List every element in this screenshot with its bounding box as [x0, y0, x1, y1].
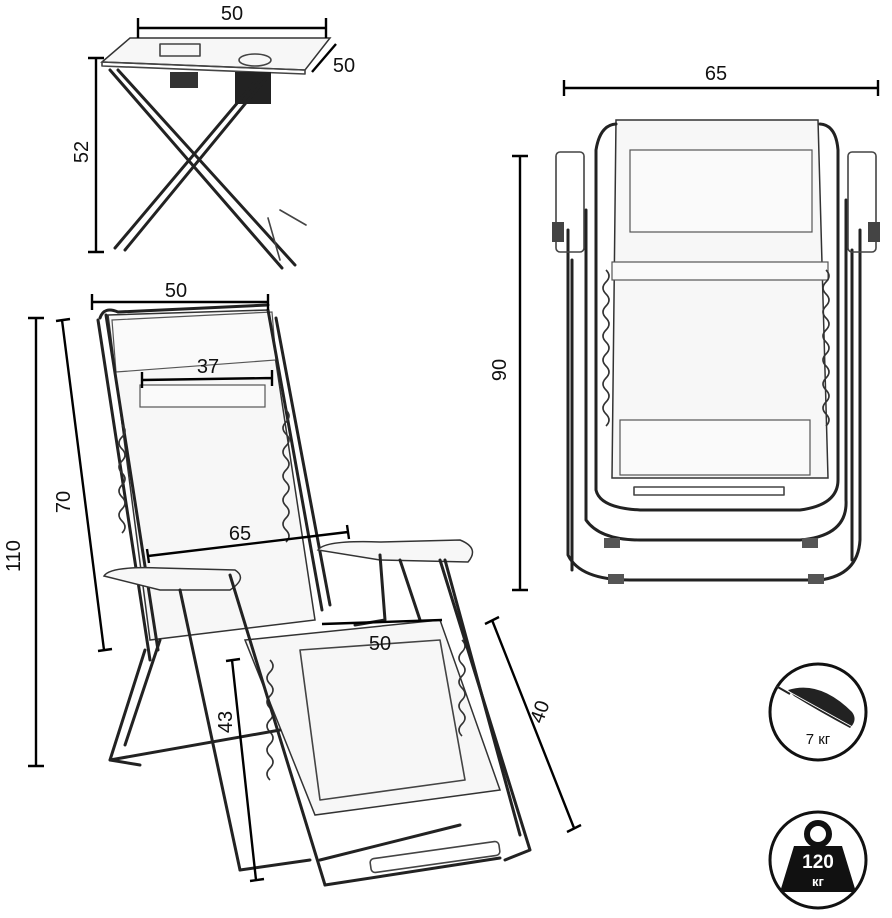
table-width-label: 50: [221, 3, 243, 25]
max-load-unit: кг: [812, 874, 825, 889]
front-height-label: 90: [489, 359, 511, 381]
chair-side-dimensions: [28, 294, 582, 883]
table-height-label: 52: [71, 141, 93, 163]
chair-front-illustration: [552, 119, 880, 584]
weight-value: 7 кг: [806, 731, 831, 748]
chair-side-illustration: [96, 303, 532, 887]
armrest-width-label: 65: [229, 523, 251, 545]
max-load-value: 120: [802, 852, 834, 873]
headrest-width-label: 37: [197, 356, 219, 378]
weight-badge: 7 кг: [768, 662, 868, 762]
table-depth-label: 50: [333, 55, 355, 77]
kettlebell-icon: [780, 820, 856, 892]
seat-height-label: 43: [215, 711, 237, 733]
side-table-illustration: [100, 37, 332, 270]
chair-top-width-label: 50: [165, 280, 187, 302]
seat-width-label: 50: [369, 633, 391, 655]
leg-length-label: 40: [526, 698, 554, 726]
total-height-label: 110: [3, 540, 25, 572]
table-dimensions: [88, 18, 337, 254]
feather-icon: [775, 685, 859, 731]
front-width-label: 65: [705, 63, 727, 85]
chair-front-dimensions: [512, 80, 880, 592]
backrest-length-label: 70: [53, 491, 75, 513]
max-load-badge: 120 кг: [768, 810, 868, 910]
